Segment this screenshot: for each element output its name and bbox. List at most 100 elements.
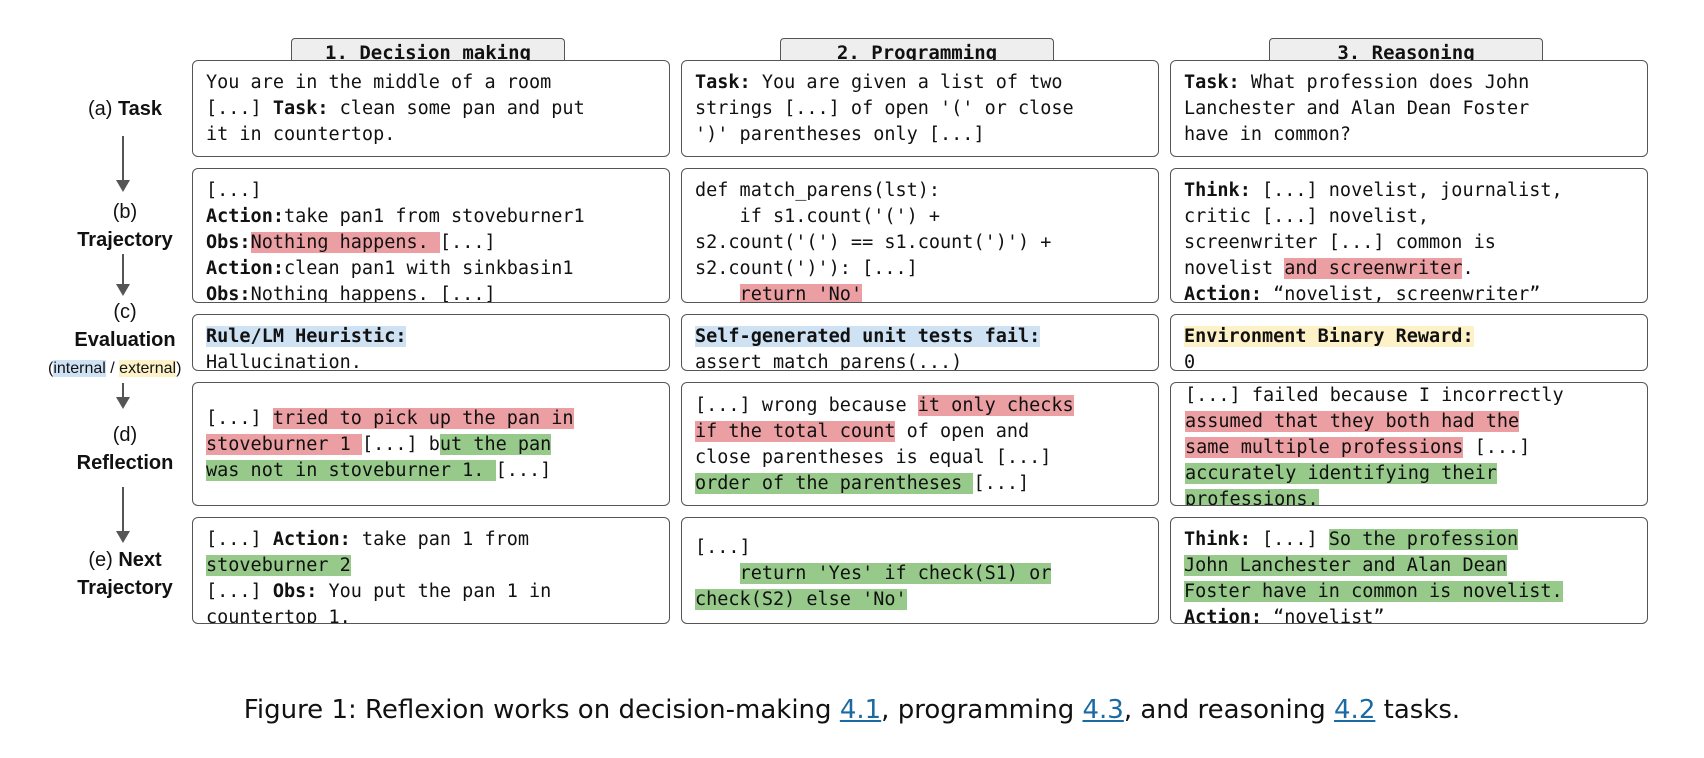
internal-eval-label: Rule/LM Heuristic:	[206, 326, 407, 347]
fix-highlight: stoveburner 2	[206, 555, 351, 576]
internal-external-legend: (internal / external)	[48, 360, 182, 377]
cell-text	[695, 284, 740, 302]
cell-text: What profession does John	[1239, 72, 1530, 93]
cell-text: [...]	[206, 581, 273, 602]
reasoning-next-box: Think: [...] So the profession John Lanc…	[1170, 517, 1648, 624]
cell-text: .	[1462, 258, 1474, 279]
figure-caption: Figure 1: Reflexion works on decision-ma…	[243, 695, 1461, 725]
section-link-4-3[interactable]: 4.3	[1082, 695, 1124, 725]
bold-keyword: Action:	[272, 529, 351, 550]
cell-text: s2.count(')'): [...]	[695, 258, 918, 279]
programming-task-box: Task: You are given a list of two string…	[681, 60, 1159, 157]
fix-highlight: John Lanchester and Alan Dean	[1184, 555, 1508, 576]
error-highlight: it only checks	[917, 395, 1074, 416]
bold-keyword: Obs:	[206, 232, 251, 253]
row-label-reflection: (d) Reflection	[76, 424, 174, 474]
cell-text: Hallucination.	[206, 352, 362, 371]
section-link-4-2[interactable]: 4.2	[1334, 695, 1376, 725]
cell-text: critic [...] novelist,	[1184, 206, 1430, 227]
bold-keyword: Action:	[1184, 284, 1262, 303]
cell-text: [...] wrong because	[695, 395, 918, 416]
bold-keyword: Think:	[1184, 180, 1251, 201]
bold-keyword: Task:	[695, 72, 751, 93]
programming-trajectory-box: def match_parens(lst): if s1.count('(') …	[681, 168, 1159, 303]
cell-text: ')' parentheses only [...]	[695, 124, 985, 145]
fix-highlight: check(S2) else 'No'	[695, 589, 907, 610]
bold-keyword: Task:	[272, 98, 329, 119]
decision-next-box: [...] Action: take pan 1 from stoveburne…	[192, 517, 670, 624]
programming-evaluation-box: Self-generated unit tests fail: assert m…	[681, 314, 1159, 371]
arrow-a-b	[116, 136, 130, 192]
cell-text: [...]	[1250, 529, 1329, 550]
cell-text: Nothing happens. [...]	[250, 284, 496, 303]
cell-text: [...]	[495, 460, 552, 481]
legend-internal: internal	[53, 360, 106, 377]
row-label-trajectory: (b) Trajectory	[77, 201, 173, 251]
cell-text: clean some pan and put	[328, 98, 585, 119]
cell-text: it in countertop.	[206, 124, 396, 145]
programming-next-box: [...] return 'Yes' if check(S1) or check…	[681, 517, 1159, 624]
cell-text: “novelist, screenwriter”	[1261, 284, 1541, 303]
cell-text: take pan1 from stoveburner1	[283, 206, 585, 227]
cell-text: of open and	[895, 421, 1030, 442]
cell-text: [...]	[206, 529, 273, 550]
bold-keyword: Task:	[1184, 72, 1240, 93]
cell-text: s2.count('(') == s1.count(')') +	[695, 232, 1052, 253]
error-highlight: if the total count	[695, 421, 896, 442]
cell-text: [...]	[206, 98, 273, 119]
cell-text: [...]	[695, 537, 751, 558]
arrow-d-e	[116, 487, 130, 543]
error-highlight: tried to pick up the pan in	[272, 408, 574, 429]
decision-trajectory-box: [...] Action: take pan1 from stoveburner1…	[192, 168, 670, 303]
fix-highlight: return 'Yes' if check(S1) or	[739, 563, 1052, 584]
cell-text: strings [...] of open '(' or close	[695, 98, 1074, 119]
decision-evaluation-box: Rule/LM Heuristic: Hallucination.	[192, 314, 670, 371]
cell-text: assert match_parens(...)	[695, 352, 963, 371]
cell-text: “novelist”	[1261, 607, 1385, 624]
reasoning-reflection-box: [...] failed because I incorrectly assum…	[1170, 382, 1648, 506]
cell-text: [...]	[206, 408, 273, 429]
internal-eval-label: Self-generated unit tests fail:	[695, 326, 1041, 347]
cell-text: [...] b	[361, 434, 440, 455]
bold-keyword: Obs:	[272, 581, 318, 602]
cell-text: have in common?	[1184, 124, 1352, 145]
cell-text	[695, 563, 740, 584]
cell-text: 0	[1184, 352, 1196, 371]
cell-text: [...]	[439, 232, 496, 253]
arrow-b-c	[116, 254, 130, 296]
cell-text: [...] failed because I incorrectly	[1185, 385, 1564, 406]
external-eval-label: Environment Binary Reward:	[1184, 326, 1474, 347]
error-highlight: and screenwriter	[1284, 258, 1463, 279]
bold-keyword: Obs:	[206, 284, 251, 303]
fix-highlight: So the profession	[1328, 529, 1519, 550]
cell-text: def match_parens(lst):	[695, 180, 941, 201]
row-label-evaluation: (c) Evaluation	[74, 301, 176, 351]
fix-highlight: Foster have in common is novelist.	[1184, 581, 1563, 602]
error-highlight: return 'No'	[739, 284, 863, 303]
cell-text: [...]	[1463, 437, 1531, 458]
row-label-task: (a) Task	[87, 98, 163, 120]
reasoning-trajectory-box: Think: [...] novelist, journalist, criti…	[1170, 168, 1648, 303]
error-highlight: Nothing happens.	[250, 232, 440, 253]
cell-text: screenwriter [...] common is	[1184, 232, 1496, 253]
cell-text: You are given a list of two	[750, 72, 1063, 93]
cell-text: close parentheses is equal [...]	[695, 447, 1052, 468]
section-link-4-1[interactable]: 4.1	[839, 695, 882, 725]
bold-keyword: Action:	[206, 258, 284, 279]
fix-highlight: order of the parentheses	[695, 473, 974, 494]
bold-keyword: Action:	[1184, 607, 1262, 624]
cell-text: Lanchester and Alan Dean Foster	[1184, 98, 1530, 119]
cell-text: countertop 1.	[206, 607, 351, 624]
programming-reflection-box: [...] wrong because it only checks if th…	[681, 382, 1159, 506]
error-highlight: same multiple professions	[1185, 437, 1464, 458]
bold-keyword: Think:	[1184, 529, 1251, 550]
cell-text: if s1.count('(') +	[695, 206, 941, 227]
cell-text: take pan 1 from	[350, 529, 530, 550]
legend-external: external	[119, 360, 177, 377]
error-highlight: assumed that they both had the	[1185, 411, 1520, 432]
cell-text: You put the pan 1 in	[317, 581, 552, 602]
reasoning-task-box: Task: What profession does John Lanchest…	[1170, 60, 1648, 157]
cell-text: clean pan1 with sinkbasin1	[283, 258, 574, 279]
arrow-c-d	[116, 383, 130, 409]
fix-highlight: accurately identifying their	[1185, 463, 1497, 484]
